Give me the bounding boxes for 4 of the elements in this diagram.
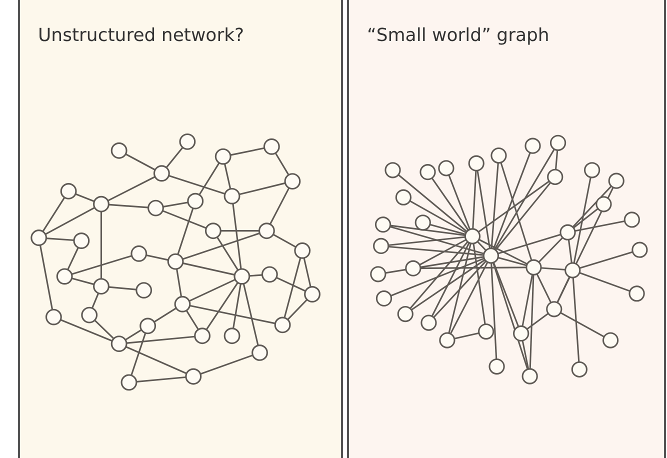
panel bbox=[18, 0, 343, 458]
panel bbox=[347, 0, 666, 458]
panel-title: “Small world” graph bbox=[367, 24, 550, 48]
panel-title: Unstructured network? bbox=[38, 24, 244, 48]
